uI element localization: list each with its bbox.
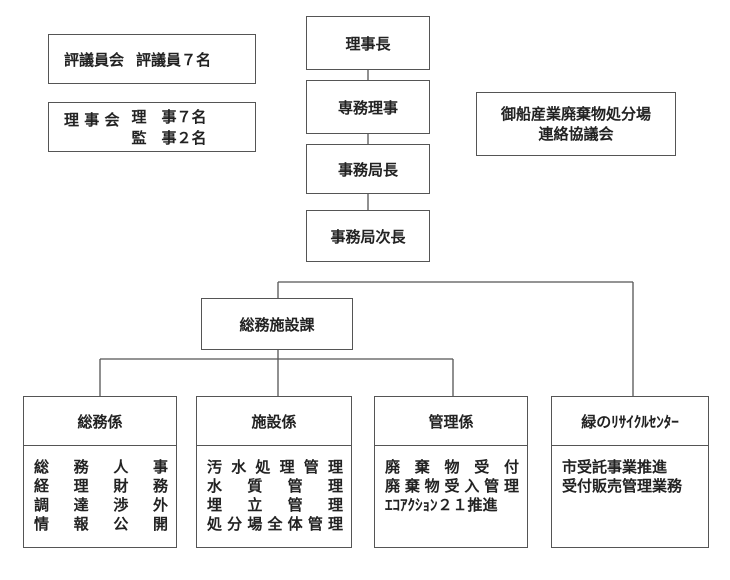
chairman-box: 理事長 <box>306 16 430 70</box>
duty-item: 総務人事 <box>34 458 168 476</box>
section-duties-management: 廃棄物受付 廃棄物受入管理 ｴｺｱｸｼｮﾝ２１推進 <box>375 446 527 515</box>
section-card-facility: 施設係 汚水処理管理 水質管理 埋立管理 処分場全体管理 <box>196 396 352 548</box>
board-label: 理 事 会 <box>64 111 120 129</box>
duty-item: 水質管理 <box>207 477 343 495</box>
council-box: 評議員会 評議員７名 <box>48 34 256 84</box>
liaison-council-box: 御船産業廃棄物処分場 連絡協議会 <box>476 92 676 156</box>
council-label: 評議員会 <box>64 50 125 69</box>
council-members: 評議員７名 <box>136 50 212 69</box>
managing-director-box: 専務理事 <box>306 80 430 134</box>
section-title-recycle-center: 緑のﾘｻｲｸﾙｾﾝﾀｰ <box>552 397 708 446</box>
duty-item: 廃棄物受付 <box>385 458 519 476</box>
duty-item: 埋立管理 <box>207 496 343 514</box>
liaison-council-line-1: 御船産業廃棄物処分場 <box>500 105 651 123</box>
section-title-text: 緑のﾘｻｲｸﾙｾﾝﾀｰ <box>581 412 679 431</box>
section-duties-general-affairs: 総務人事 経理財務 調達渉外 情報公開 <box>24 446 176 534</box>
section-title-text: 施設係 <box>251 412 297 431</box>
section-title-text: 総務係 <box>77 412 123 431</box>
duty-item: ｴｺｱｸｼｮﾝ２１推進 <box>385 496 498 514</box>
duty-item: 廃棄物受入管理 <box>385 477 519 495</box>
duty-item: 受付販売管理業務 <box>562 477 683 495</box>
duty-item: 処分場全体管理 <box>207 515 343 533</box>
liaison-council-line-2: 連絡協議会 <box>538 125 614 143</box>
secretary-general-label: 事務局長 <box>337 160 398 179</box>
section-card-general-affairs: 総務係 総務人事 経理財務 調達渉外 情報公開 <box>23 396 177 548</box>
managing-director-label: 専務理事 <box>337 98 398 117</box>
board-role-auditors: 監 事２名 <box>131 129 207 147</box>
duty-item: 汚水処理管理 <box>207 458 343 476</box>
secretary-general-box: 事務局長 <box>306 144 430 194</box>
duty-item: 市受託事業推進 <box>562 458 668 476</box>
division-box: 総務施設課 <box>201 298 353 350</box>
board-roles: 理 事７名 監 事２名 <box>131 106 206 148</box>
chairman-label: 理事長 <box>345 34 391 53</box>
deputy-secretary-general-box: 事務局次長 <box>306 210 430 262</box>
duty-item: 情報公開 <box>34 515 168 533</box>
section-title-facility: 施設係 <box>197 397 351 446</box>
section-duties-facility: 汚水処理管理 水質管理 埋立管理 処分場全体管理 <box>197 446 351 534</box>
section-card-management: 管理係 廃棄物受付 廃棄物受入管理 ｴｺｱｸｼｮﾝ２１推進 <box>374 396 528 548</box>
deputy-secretary-general-label: 事務局次長 <box>330 227 406 246</box>
section-duties-recycle-center: 市受託事業推進 受付販売管理業務 <box>552 446 708 496</box>
duty-item: 経理財務 <box>34 477 168 495</box>
duty-item: 調達渉外 <box>34 496 168 514</box>
board-box: 理 事 会 理 事７名 監 事２名 <box>48 102 256 152</box>
section-title-management: 管理係 <box>375 397 527 446</box>
section-title-general-affairs: 総務係 <box>24 397 176 446</box>
section-card-recycle-center: 緑のﾘｻｲｸﾙｾﾝﾀｰ 市受託事業推進 受付販売管理業務 <box>551 396 709 548</box>
division-label: 総務施設課 <box>239 315 315 334</box>
section-title-text: 管理係 <box>428 412 474 431</box>
board-role-directors: 理 事７名 <box>131 108 207 126</box>
